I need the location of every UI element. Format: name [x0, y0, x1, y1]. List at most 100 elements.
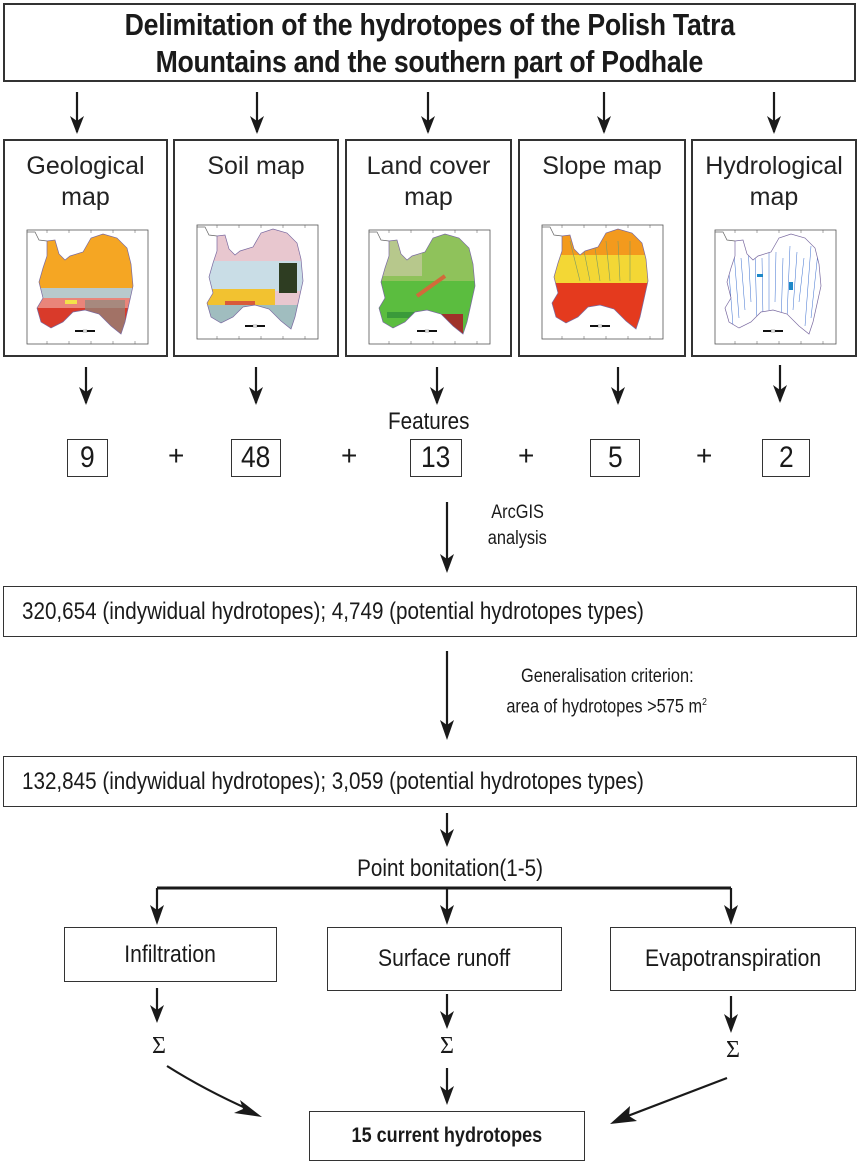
count-slope: 5 — [590, 439, 640, 477]
map-region — [207, 289, 275, 305]
arrowhead — [767, 116, 781, 134]
map-outline — [36, 233, 134, 335]
arcgis-analysis-label: ArcGIS analysis — [487, 502, 548, 549]
map-boundary-line — [542, 226, 563, 237]
slope-map-thumbnail — [541, 224, 664, 340]
map-stream — [761, 257, 764, 319]
category-evapotranspiration: Evapotranspiration — [610, 927, 856, 991]
title-box: Delimitation of the hydrotopes of the Po… — [3, 3, 856, 82]
count-hydrological: 2 — [762, 439, 810, 477]
soil-map-thumbnail — [196, 224, 319, 340]
map-scale-bar — [82, 329, 88, 333]
map-scale-bar — [602, 325, 610, 327]
land-cover-map-thumbnail — [368, 229, 491, 345]
map-stream — [733, 251, 740, 319]
map-boundary-line — [27, 231, 48, 242]
sigma-icon: Σ — [440, 1033, 454, 1059]
map-scale-bar — [763, 330, 771, 332]
map-scale-bar — [429, 330, 437, 332]
map-lake — [789, 282, 793, 290]
point-bonitation-label: Point bonitation(1-5) — [357, 855, 543, 882]
map-region — [387, 312, 417, 318]
map-scale-bar — [424, 329, 430, 333]
arrowhead — [150, 1005, 164, 1023]
title-line-1: Delimitation of the hydrotopes of the Po… — [124, 6, 735, 42]
map-scale-bar — [252, 324, 258, 328]
plus-sign: + — [341, 440, 358, 471]
plus-sign: + — [696, 440, 713, 471]
features-label: Features — [388, 408, 470, 435]
sigma-icon: Σ — [726, 1037, 740, 1063]
map-outline — [724, 233, 822, 335]
map-stream — [810, 251, 819, 319]
panel-label-line2: map — [61, 183, 110, 211]
arrowhead — [234, 1100, 262, 1117]
geological-map-thumbnail — [26, 229, 149, 345]
panel-label-line2: map — [404, 183, 453, 211]
arrowhead — [440, 1086, 454, 1105]
arrowhead — [430, 387, 444, 405]
map-scale-bar — [245, 325, 253, 327]
arrowhead — [440, 554, 454, 573]
map-region — [65, 300, 77, 304]
map-stream — [774, 251, 777, 303]
arrow-diagonal-right — [624, 1076, 728, 1119]
panel-geological-map: Geological map — [3, 139, 168, 357]
map-scale-bar — [75, 330, 83, 332]
arrowhead — [724, 1014, 738, 1033]
panel-label-line2: map — [749, 183, 799, 211]
arrowhead — [440, 1011, 454, 1029]
panel-label-line1: Geological — [26, 152, 145, 180]
arrowhead — [610, 1106, 637, 1124]
count-soil: 48 — [231, 439, 281, 477]
panel-label-line1: Land cover — [366, 152, 491, 180]
map-stream — [804, 245, 812, 327]
arrowhead — [421, 116, 435, 134]
map-region — [37, 288, 133, 300]
panel-soil-map: Soil map — [173, 139, 339, 357]
result-box-generalised: 132,845 (indywidual hydrotopes); 3,059 (… — [3, 756, 857, 807]
sigma-icon: Σ — [152, 1033, 166, 1059]
map-outline — [378, 233, 476, 335]
arrowhead — [249, 387, 263, 405]
map-stream — [569, 240, 581, 282]
panel-label-line1: Hydrological — [705, 152, 843, 180]
generalisation-criterion-label: Generalisation criterion: area of hydrot… — [506, 666, 708, 718]
panel-label-line1: Soil map — [207, 152, 305, 180]
arrowhead — [440, 829, 454, 847]
final-result-box: 15 current hydrotopes — [309, 1111, 585, 1161]
arrowhead — [250, 116, 264, 134]
arrowhead — [724, 905, 738, 925]
result-box-initial: 320,654 (indywidual hydrotopes); 4,749 (… — [3, 586, 857, 637]
map-scale-bar — [417, 330, 425, 332]
arrowhead — [597, 116, 611, 134]
map-scale-bar — [87, 330, 95, 332]
map-stream — [605, 240, 611, 282]
map-stream — [617, 240, 621, 282]
map-boundary-line — [715, 231, 736, 242]
map-boundary-line — [369, 231, 390, 242]
plus-sign: + — [518, 440, 535, 471]
arrowhead — [440, 905, 454, 925]
map-stream — [754, 251, 758, 327]
hydrological-map-thumbnail — [714, 229, 837, 345]
panel-land-cover-map: Land cover map — [345, 139, 512, 357]
arrowhead — [70, 116, 84, 134]
plus-sign: + — [168, 440, 185, 471]
map-outline — [551, 228, 649, 330]
map-scale-bar — [770, 329, 776, 333]
arrowhead — [440, 720, 454, 740]
map-scale-bar — [590, 325, 598, 327]
map-stream — [798, 257, 805, 303]
arrowhead — [611, 387, 625, 405]
panel-slope-map: Slope map — [518, 139, 686, 357]
map-region — [279, 263, 297, 293]
arrowhead — [79, 387, 93, 405]
map-scale-bar — [775, 330, 783, 332]
map-outline — [206, 228, 304, 330]
map-stream — [786, 245, 791, 319]
map-scale-bar — [597, 324, 603, 328]
category-surface-runoff: Surface runoff — [327, 927, 562, 991]
arrowhead — [150, 905, 164, 925]
